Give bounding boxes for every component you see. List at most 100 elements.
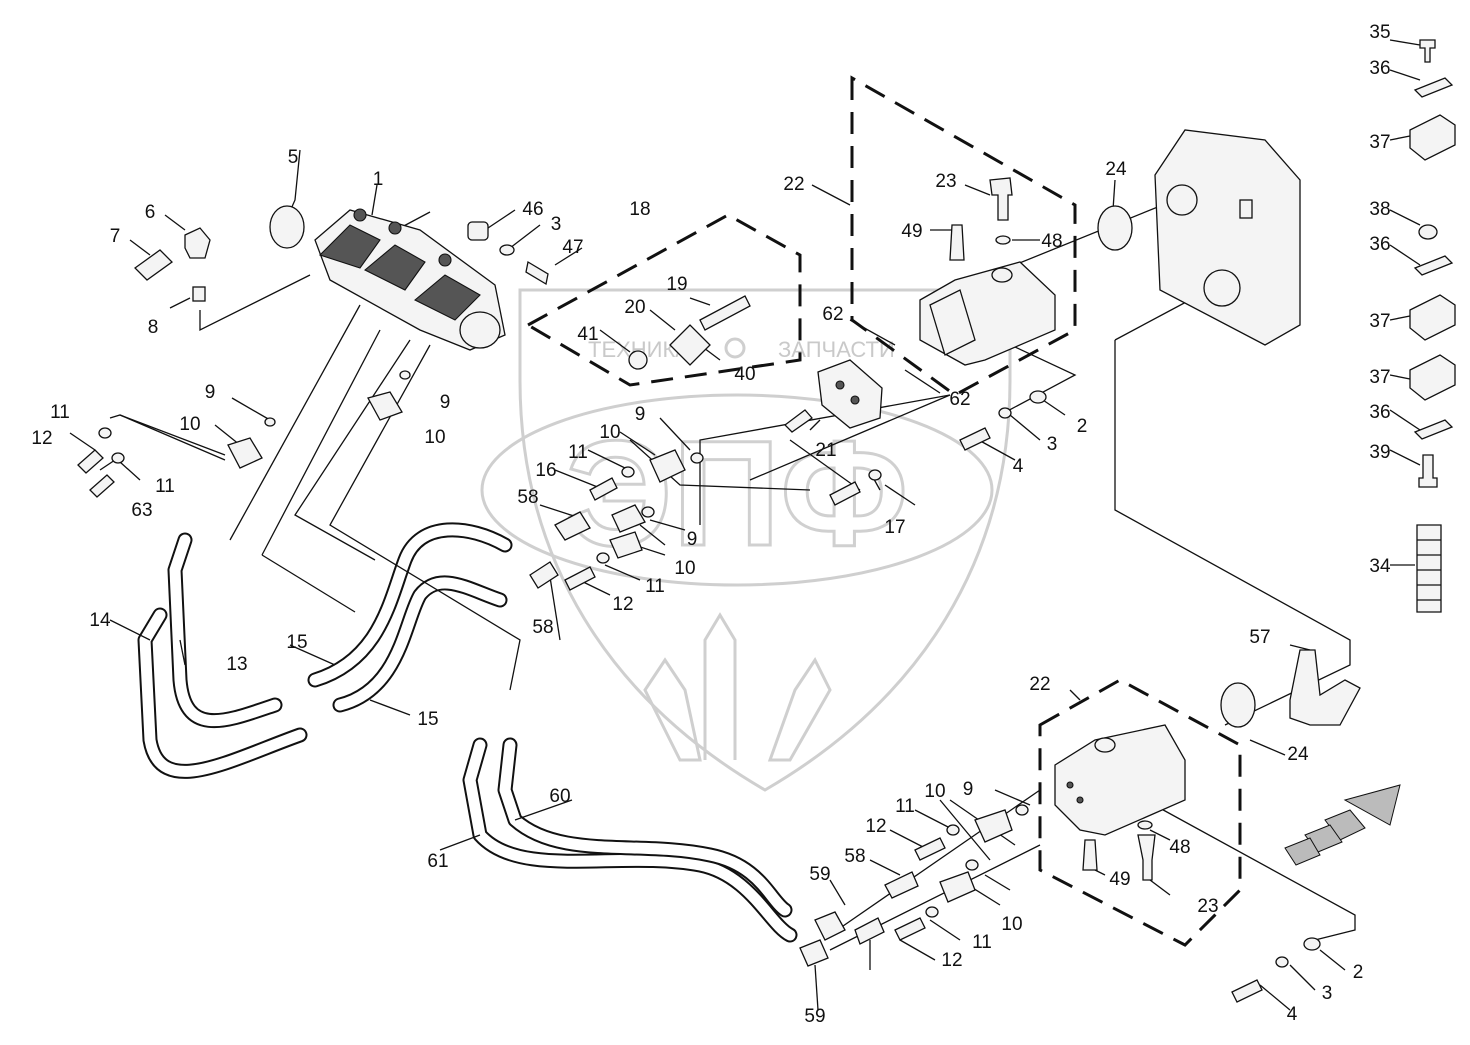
shaft-19	[699, 295, 751, 331]
bolt-23-top	[989, 177, 1013, 221]
elbow-fitting-6	[184, 227, 211, 259]
elbow-59-a	[814, 911, 846, 941]
o-ring-9-f	[965, 859, 979, 871]
callout-label: 19	[666, 274, 687, 295]
callout-label: 15	[417, 709, 438, 730]
callout-label: 41	[577, 324, 598, 345]
callout-label: 17	[884, 517, 905, 538]
o-ring-9-b	[399, 370, 411, 380]
washer-3-bottom	[1275, 956, 1289, 968]
bolt-12-b1	[914, 837, 946, 861]
washer-11-d	[596, 552, 610, 564]
callout-label: 10	[179, 414, 200, 435]
callout-label: 6	[145, 202, 156, 223]
callout-label: 4	[1287, 1004, 1298, 1025]
callout-label: 24	[1105, 159, 1127, 180]
bolt-4-top	[959, 427, 991, 451]
o-ring-9-c	[690, 452, 704, 464]
callout-label: 63	[131, 500, 152, 521]
spring-sleeve-34	[1416, 524, 1442, 613]
o-ring-24-top	[1097, 205, 1133, 251]
callout-label: 3	[551, 214, 562, 235]
callout-label: 1	[373, 169, 384, 190]
callout-label: 9	[440, 392, 451, 413]
bolt-12-mid	[564, 566, 596, 591]
callout-label: 58	[517, 487, 538, 508]
watermark-shield	[518, 288, 1012, 792]
o-ring-48-bottom	[1137, 820, 1153, 830]
callout-label: 23	[935, 171, 956, 192]
plug-41	[628, 350, 648, 370]
callout-label: 49	[1109, 869, 1130, 890]
callout-label: 8	[148, 317, 159, 338]
clamp-37-c	[1409, 354, 1456, 401]
callout-label: 22	[1029, 674, 1050, 695]
bolt-12-b2	[894, 917, 926, 941]
o-ring-9-a	[264, 417, 276, 427]
callout-label: 11	[645, 576, 665, 597]
callout-label: 37	[1369, 367, 1390, 388]
callout-label: 36	[1369, 234, 1390, 255]
nipple-8	[192, 286, 206, 302]
callout-label: 11	[50, 402, 70, 423]
flange-10-d	[611, 504, 646, 533]
callout-label: 36	[1369, 402, 1390, 423]
callout-label: 11	[972, 932, 992, 953]
bolt-17	[829, 481, 861, 506]
callout-label: 20	[624, 297, 645, 318]
adapter-58-d	[854, 917, 885, 945]
callout-label: 60	[549, 786, 570, 807]
callout-label: 18	[629, 199, 650, 220]
sleeve-20	[669, 324, 711, 366]
callout-label: 10	[674, 558, 695, 579]
callout-label: 7	[110, 226, 121, 247]
washer-2-top	[1029, 390, 1047, 404]
flange-10-a	[227, 437, 263, 469]
callout-label: 11	[568, 442, 588, 463]
bracket-57	[1289, 649, 1361, 726]
adapter-58-c	[884, 871, 919, 899]
plate-36-c	[1413, 419, 1454, 440]
callout-label: 61	[427, 851, 448, 872]
bolt-63	[89, 474, 115, 498]
washer-3-right	[998, 407, 1012, 419]
callout-label: 62	[949, 389, 970, 410]
callout-label: 12	[941, 950, 962, 971]
washer-11-f	[946, 824, 960, 836]
callout-label: 9	[205, 382, 216, 403]
callout-label: 24	[1287, 744, 1309, 765]
bushing-46	[467, 221, 489, 241]
o-ring-48-top	[995, 235, 1011, 245]
bolt-4-bottom	[1231, 979, 1263, 1003]
flange-10-f	[974, 809, 1013, 843]
adapter-58-b	[529, 561, 559, 589]
o-ring-24-bottom	[1220, 682, 1256, 728]
o-ring-5	[269, 205, 305, 249]
bolt-47	[525, 260, 549, 286]
clamp-37-a	[1409, 114, 1456, 161]
callout-label: 49	[901, 221, 922, 242]
callout-label: 2	[1077, 416, 1088, 437]
fitting-7	[133, 249, 174, 281]
callout-label: 48	[1169, 837, 1190, 858]
callout-label: 21	[815, 440, 836, 461]
outline-22-bottom	[1038, 678, 1242, 947]
callout-label: 10	[1001, 914, 1022, 935]
watermark-oval	[480, 393, 994, 587]
callout-label: 9	[963, 779, 974, 800]
sensor-49-bottom	[1082, 839, 1098, 871]
callout-label: 10	[924, 781, 945, 802]
valve-block-21	[817, 359, 883, 429]
washer-2-bottom	[1303, 937, 1321, 951]
callout-label: 12	[31, 428, 52, 449]
watermark-text-right: ЗАПЧАСТИ	[778, 337, 895, 362]
washer-11-c	[621, 466, 635, 478]
spring-ridges	[1417, 539, 1441, 601]
washer-11-e	[868, 469, 882, 481]
callout-label: 39	[1369, 442, 1390, 463]
callout-label: 13	[226, 654, 247, 675]
flange-10-c	[649, 449, 686, 483]
callout-label: 3	[1047, 434, 1058, 455]
callout-label: 59	[804, 1006, 825, 1027]
